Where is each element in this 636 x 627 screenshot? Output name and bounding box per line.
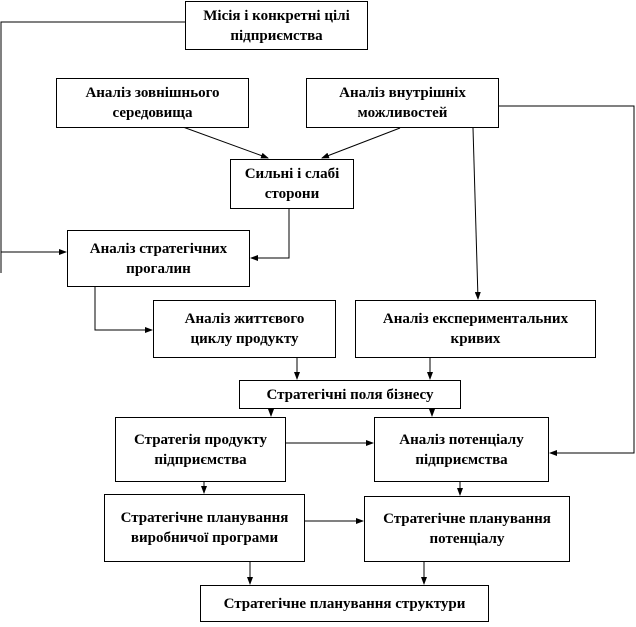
arrow-external-to-swot xyxy=(182,126,269,159)
arrow-gaps-to-lifecycle xyxy=(94,287,153,333)
node-potential-analysis-label: Аналіз потенціалу підприємства xyxy=(399,431,524,468)
node-strategic-gaps: Аналіз стратегічних прогалин xyxy=(67,230,250,287)
node-strategic-business-fields: Стратегічні поля бізнесу xyxy=(239,380,461,409)
arrow-internal-to-experimental xyxy=(472,127,481,300)
arrow-swot-to-gaps xyxy=(250,209,290,261)
node-strategic-business-fields-label: Стратегічні поля бізнесу xyxy=(266,386,434,403)
node-structure-planning-label: Стратегічне планування структури xyxy=(223,595,466,612)
node-product-strategy: Стратегія продукту підприємства xyxy=(115,417,286,482)
node-strengths-weaknesses: Сильні і слабі сторони xyxy=(230,159,354,209)
node-product-strategy-label: Стратегія продукту підприємства xyxy=(134,431,267,468)
node-experimental-curves: Аналіз експериментальних кривих xyxy=(355,300,596,358)
node-internal-analysis: Аналіз внутрішніх можливостей xyxy=(306,78,499,128)
node-product-lifecycle-label: Аналіз життєвого циклу продукту xyxy=(184,311,305,347)
node-external-analysis: Аналіз зовнішнього середовища xyxy=(56,78,249,128)
node-product-lifecycle: Аналіз життєвого циклу продукту xyxy=(153,300,336,358)
node-structure-planning: Стратегічне планування структури xyxy=(200,585,489,622)
node-experimental-curves-label: Аналіз експериментальних кривих xyxy=(382,311,569,347)
node-external-analysis-label: Аналіз зовнішнього середовища xyxy=(85,85,220,121)
node-strengths-weaknesses-label: Сильні і слабі сторони xyxy=(244,166,340,202)
node-potential-planning: Стратегічне планування потенціалу xyxy=(364,496,570,562)
node-production-program-planning-label: Стратегічне планування виробничої програ… xyxy=(120,510,289,546)
arrow-internal-to-swot xyxy=(321,127,401,159)
node-potential-analysis: Аналіз потенціалу підприємства xyxy=(374,417,549,482)
node-strategic-gaps-label: Аналіз стратегічних прогалин xyxy=(89,240,228,277)
node-internal-analysis-label: Аналіз внутрішніх можливостей xyxy=(339,85,466,121)
node-potential-planning-label: Стратегічне планування потенціалу xyxy=(383,511,551,547)
node-production-program-planning: Стратегічне планування виробничої програ… xyxy=(104,494,305,562)
node-mission: Місія і конкретні цілі підприємства xyxy=(185,1,368,50)
arrow-mission-to-gaps xyxy=(0,21,185,255)
arrow-internal-to-potential xyxy=(498,105,635,456)
node-mission-label: Місія і конкретні цілі підприємства xyxy=(203,7,350,44)
